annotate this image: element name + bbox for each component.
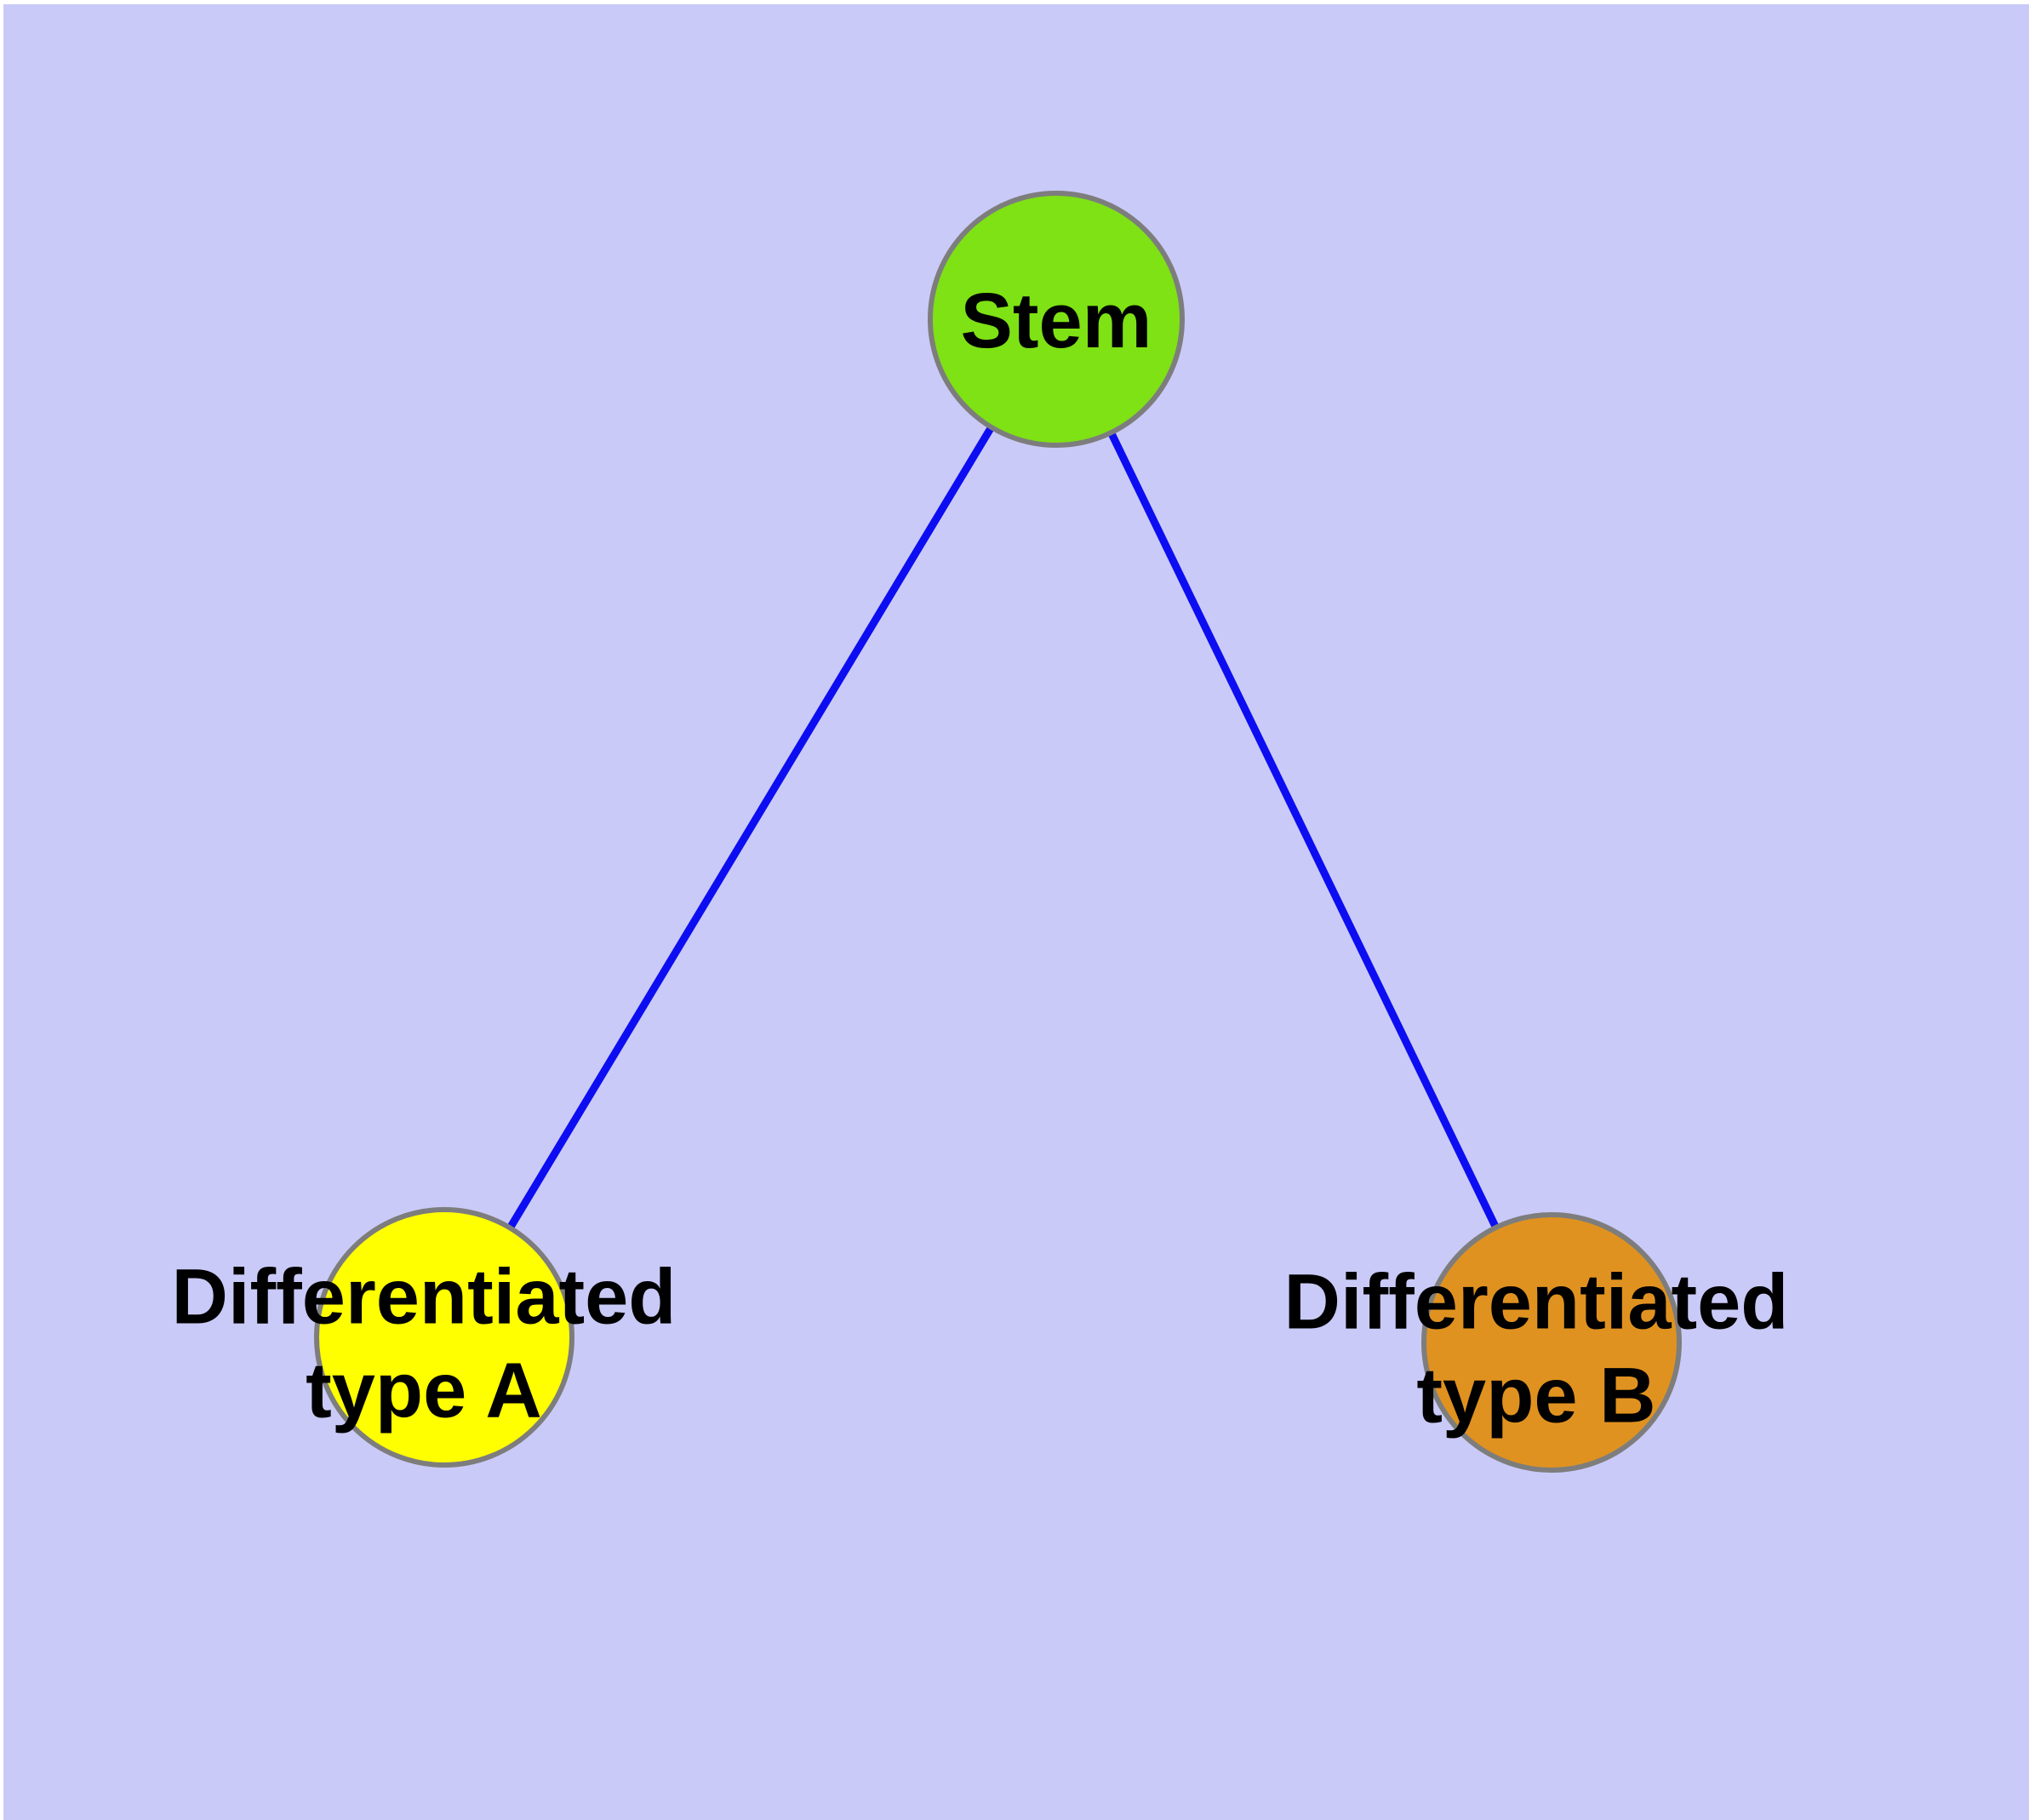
node-differentiated-type-b-label: Differentiated type B — [1283, 1258, 1789, 1439]
node-stem-label: Stem — [960, 277, 1152, 364]
node-stem-circle — [928, 191, 1185, 448]
edge-stem-to-type-b — [1052, 318, 1556, 1344]
node-differentiated-type-b-circle — [1421, 1212, 1682, 1473]
diagram-canvas: Stem Differentiated type A Differentiate… — [3, 4, 2029, 1820]
graph-svg — [314, 191, 1682, 1473]
node-differentiated-type-a-label: Differentiated type A — [171, 1253, 677, 1434]
edge-stem-to-type-a — [441, 317, 1060, 1340]
node-differentiated-type-a-circle — [314, 1207, 574, 1468]
